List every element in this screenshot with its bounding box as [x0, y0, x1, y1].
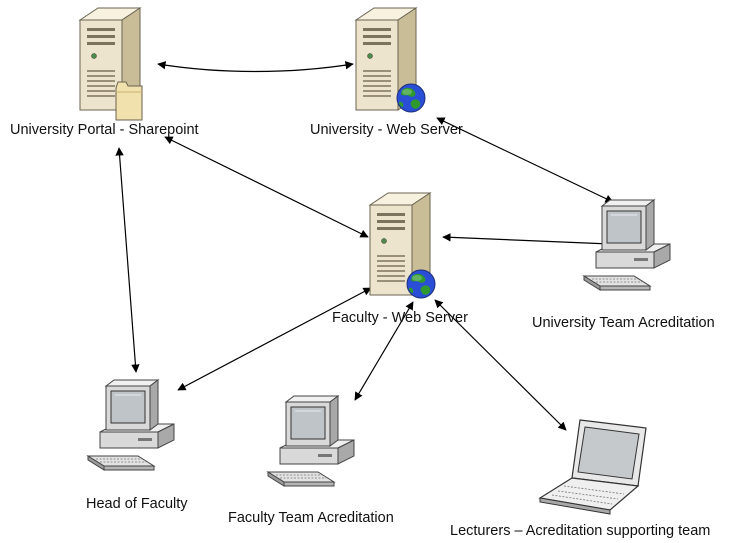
faculty-team-computer-icon	[267, 395, 355, 487]
link-univ-webserver-univ-team	[436, 117, 614, 203]
link-portal-faculty-webserver	[164, 136, 369, 238]
lecturers-label: Lecturers – Acreditation supporting team	[450, 523, 711, 539]
university-web-server-label: University - Web Server	[310, 122, 463, 138]
university-portal-server-icon	[79, 7, 143, 121]
university-web-server-icon	[355, 7, 426, 113]
link-faculty-webserver-head-of-faculty	[177, 287, 372, 391]
faculty-web-server-icon	[369, 192, 436, 299]
faculty-web-server-label: Faculty - Web Server	[332, 310, 468, 326]
university-team-label: University Team Acreditation	[532, 315, 715, 331]
link-portal-head-of-faculty	[115, 147, 140, 373]
link-faculty-webserver-univ-team	[442, 233, 611, 248]
lecturers-laptop-icon	[538, 419, 647, 515]
folder-icon	[115, 81, 143, 121]
globe-icon	[406, 269, 436, 299]
globe-icon	[396, 83, 426, 113]
link-portal-univ-webserver	[157, 61, 354, 73]
head-of-faculty-label: Head of Faculty	[86, 496, 188, 512]
head-of-faculty-computer-icon	[87, 379, 175, 471]
university-portal-label: University Portal - Sharepoint	[10, 122, 199, 138]
link-faculty-webserver-lecturers	[434, 299, 567, 431]
link-faculty-webserver-faculty-team	[354, 301, 414, 401]
faculty-team-label: Faculty Team Acreditation	[228, 510, 394, 526]
university-team-computer-icon	[583, 199, 671, 291]
